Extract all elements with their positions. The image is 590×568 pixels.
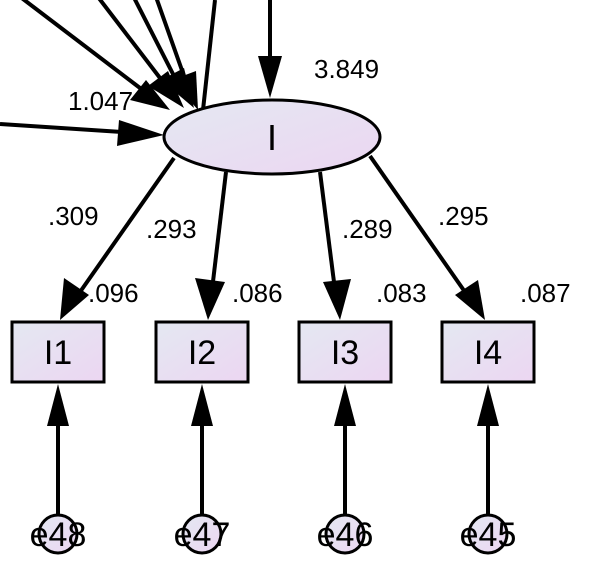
r-squared-i3: .083 (376, 278, 427, 308)
incoming-path-coefficient: 1.047 (68, 86, 133, 116)
loading-path-i2 (210, 171, 228, 291)
error-node-e45[interactable] (467, 513, 509, 555)
indicator-label-i4: I4 (474, 334, 502, 372)
incoming-arrow-6 (201, 0, 217, 111)
incoming-arrowhead-2 (130, 80, 170, 110)
incoming-arrow-2 (20, 0, 142, 90)
loading-path-i1 (78, 156, 176, 294)
incoming-arrow-1 (0, 122, 123, 134)
incoming-arrow-4 (132, 0, 176, 77)
r-squared-i4: .087 (520, 278, 571, 308)
error-label-e47: e47 (174, 516, 231, 554)
indicator-box-i1[interactable] (10, 320, 106, 384)
r-squared-i2: .086 (232, 278, 283, 308)
indicator-label-i3: I3 (331, 334, 359, 372)
error-arrowhead-e46 (334, 384, 356, 426)
loading-paths (60, 154, 485, 320)
loading-arrowhead-i3 (323, 279, 351, 320)
error-node-e46[interactable] (324, 513, 366, 555)
error-label-e48: e48 (30, 516, 87, 554)
incoming-paths (0, 0, 282, 146)
loading-path-i4 (368, 154, 467, 294)
incoming-arrowhead-5 (172, 71, 198, 110)
indicator-box-i2[interactable] (154, 320, 250, 384)
loading-coefficient-i2: .293 (146, 214, 197, 244)
error-arrowhead-e48 (47, 384, 69, 426)
loading-arrowhead-i1 (60, 278, 89, 320)
latent-node-label: I (267, 117, 277, 158)
loading-arrowhead-i4 (455, 280, 485, 320)
incoming-arrowhead-3 (148, 71, 184, 108)
incoming-arrow-5 (154, 0, 186, 77)
error-arrowhead-e47 (191, 384, 213, 426)
r-squared-i1: .096 (88, 278, 139, 308)
loading-arrowhead-i2 (195, 278, 225, 320)
incoming-arrow-3 (97, 0, 162, 80)
latent-variance-label: 3.849 (314, 54, 379, 84)
error-label-e45: e45 (460, 516, 517, 554)
indicator-label-i1: I1 (44, 334, 72, 372)
indicator-box-i3[interactable] (297, 320, 393, 384)
loading-coefficient-i3: .289 (342, 214, 393, 244)
indicator-box-i4[interactable] (440, 320, 536, 384)
loading-path-i3 (318, 171, 337, 291)
indicator-label-i2: I2 (188, 334, 216, 372)
loading-coefficient-i1: .309 (48, 201, 99, 231)
error-node-e48[interactable] (37, 513, 79, 555)
error-paths (47, 384, 499, 516)
latent-node-i[interactable] (162, 98, 382, 176)
error-arrowhead-e45 (477, 384, 499, 426)
error-label-e46: e46 (317, 516, 374, 554)
loading-coefficient-i4: .295 (438, 201, 489, 231)
incoming-arrowhead-1 (117, 120, 164, 146)
error-node-e47[interactable] (181, 513, 223, 555)
incoming-arrowhead-7 (258, 56, 282, 98)
